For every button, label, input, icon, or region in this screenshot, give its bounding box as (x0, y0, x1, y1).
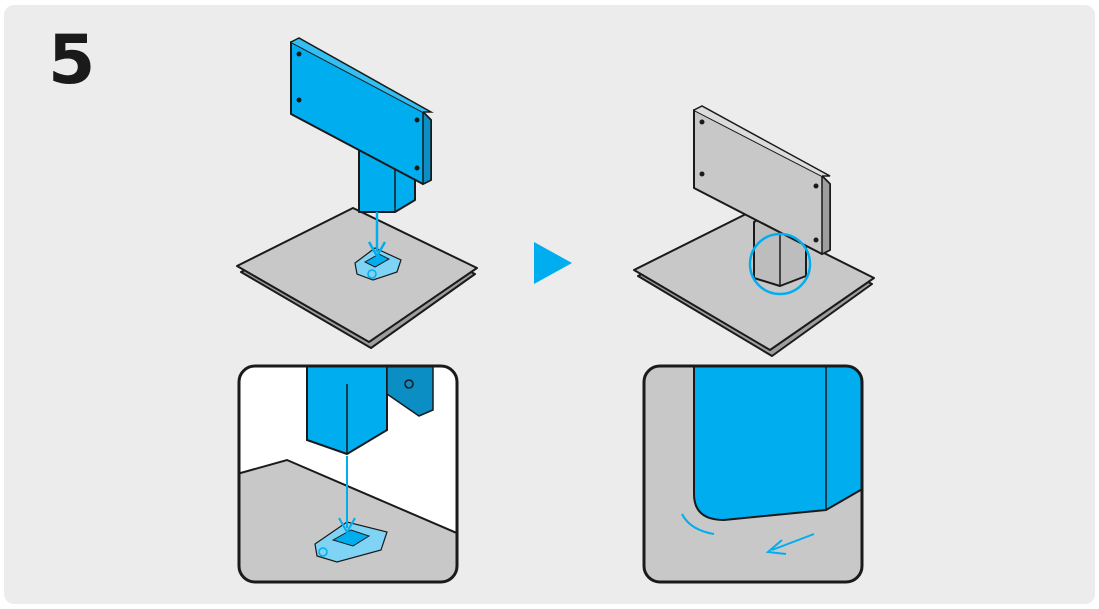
arrow-down-left-icon (765, 533, 815, 555)
base-mount-bracket (354, 247, 402, 281)
detail-inset-insert (237, 364, 459, 584)
instruction-panel: 5 (4, 5, 1095, 604)
stand-bracket-plate (693, 105, 831, 256)
arrow-down-icon (338, 456, 356, 535)
arrow-down-icon (367, 212, 387, 259)
play-triangle-icon (534, 242, 572, 284)
stand-bracket-plate (290, 37, 434, 186)
stand-base-plate (236, 207, 478, 349)
stand-assembly-before (236, 37, 478, 349)
stand-assembly-after (633, 105, 875, 357)
detail-highlight-circle (748, 232, 812, 296)
step-number: 5 (48, 21, 96, 100)
detail-inset-rotate (642, 364, 864, 584)
